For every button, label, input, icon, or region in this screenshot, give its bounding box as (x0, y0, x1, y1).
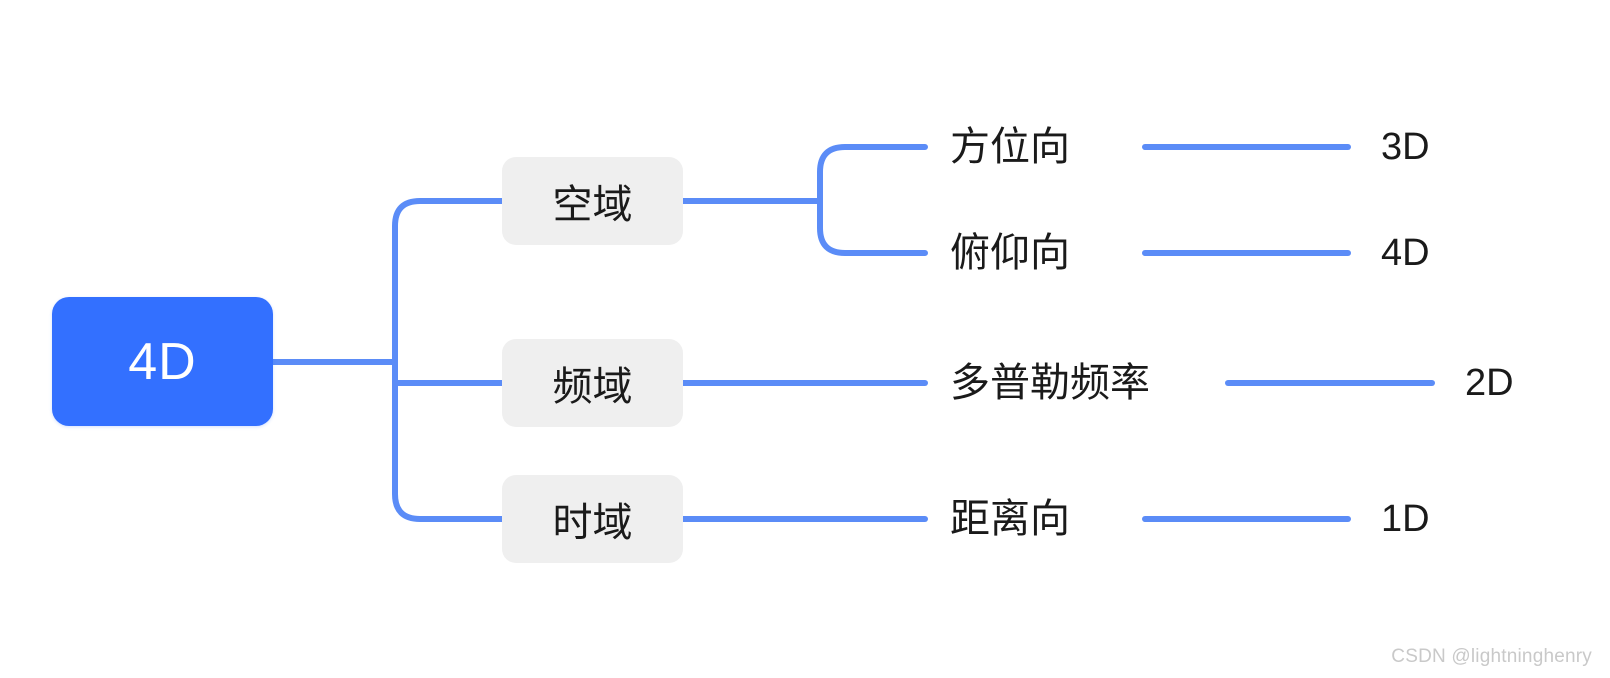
branch-node-time-domain[interactable]: 时域 (502, 475, 683, 563)
dimension-label-2d: 2D (1465, 362, 1514, 404)
dimension-label-3d: 3D (1381, 126, 1430, 168)
leaf-label-azimuth[interactable]: 方位向 (950, 125, 1070, 169)
dimension-label-4d: 4D (1381, 232, 1430, 274)
dimension-label-1d: 1D (1381, 498, 1430, 540)
wire-trunk-branch-3 (392, 380, 505, 522)
branch-node-frequency-domain[interactable]: 频域 (502, 339, 683, 427)
wire-branch-1-leaf-1 (817, 144, 928, 204)
leaf-label-elevation[interactable]: 俯仰向 (950, 231, 1070, 275)
leaf-label-range[interactable]: 距离向 (950, 497, 1070, 541)
wire-trunk-branch-1 (392, 198, 505, 386)
branch-node-spatial-domain[interactable]: 空域 (502, 157, 683, 245)
root-node-4d[interactable]: 4D (52, 297, 273, 426)
watermark-text: CSDN @lightninghenry (1391, 646, 1592, 667)
leaf-label-doppler-frequency[interactable]: 多普勒频率 (950, 361, 1150, 405)
wire-branch-1-leaf-2 (817, 198, 928, 256)
